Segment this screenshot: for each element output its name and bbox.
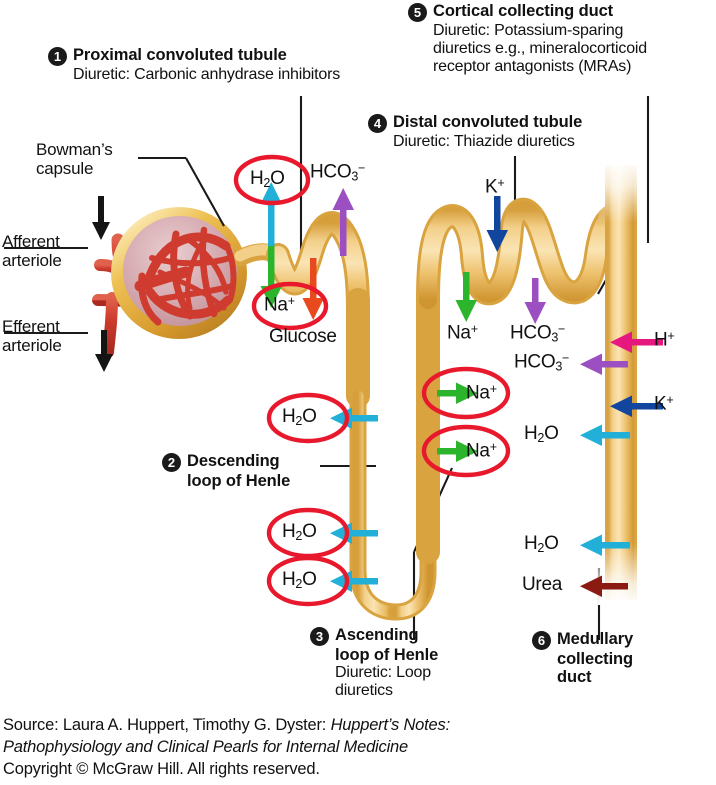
callout-title-2-line1: Descending bbox=[187, 452, 280, 470]
arrow-glucose-pct bbox=[302, 258, 324, 320]
arrow-sodium-dct bbox=[455, 272, 477, 322]
callout-medullary-collecting-duct: 6 Medullary collecting duct bbox=[532, 630, 633, 687]
transport-arrows bbox=[260, 182, 663, 597]
arrow-bicarbonate-cd bbox=[580, 353, 628, 375]
glomerulus bbox=[111, 207, 287, 339]
arrow-water-cd-2 bbox=[580, 534, 630, 556]
distal-convoluted-tubule-shape bbox=[416, 197, 632, 312]
callout-number-4: 4 bbox=[368, 114, 387, 133]
callout-title-6-line3: duct bbox=[557, 668, 592, 687]
label-ascending-sodium-1: Na+ bbox=[466, 382, 497, 404]
arrow-urea-cd bbox=[580, 575, 628, 597]
callout-distal-convoluted-tubule: 4 Distal convoluted tubule Diuretic: Thi… bbox=[368, 113, 582, 151]
callout-title-6-line2: collecting bbox=[557, 650, 634, 668]
source-line1: Source: Laura A. Huppert, Timothy G. Dys… bbox=[3, 716, 450, 734]
collecting-duct-shape bbox=[598, 160, 644, 605]
circle-pct-water bbox=[233, 154, 311, 206]
callout-title-3-line2: loop of Henle bbox=[335, 646, 439, 664]
label-pct-glucose: Glucose bbox=[269, 326, 337, 347]
arrow-bicarbonate-pct bbox=[332, 188, 354, 256]
efferent-arteriole-line1: Efferent bbox=[2, 317, 60, 336]
circle-descending-h2o-1 bbox=[266, 392, 350, 444]
callout-descending-loop-of-henle: 2 Descending loop of Henle bbox=[162, 452, 290, 490]
label-bowmans-capsule: Bowman’s capsule bbox=[36, 140, 113, 179]
label-dct-potassium: K+ bbox=[485, 176, 505, 198]
label-descending-water-1: H2O bbox=[282, 406, 317, 428]
callout-title-5: Cortical collecting duct bbox=[433, 2, 614, 20]
callout-sub-5-line2: diuretics e.g., mineralocorticoid bbox=[433, 39, 647, 57]
blood-flow-arrows bbox=[92, 196, 113, 372]
callout-sub-3-line1: Diuretic: Loop bbox=[335, 664, 431, 682]
label-ascending-sodium-2: Na+ bbox=[466, 440, 497, 462]
label-efferent-arteriole: Efferent arteriole bbox=[2, 317, 62, 356]
callout-title-1: Proximal convoluted tubule bbox=[73, 46, 287, 64]
source-line3: Copyright © McGraw Hill. All rights rese… bbox=[3, 759, 320, 778]
annotation-circles bbox=[233, 154, 511, 607]
label-cd-water-2: H2O bbox=[524, 533, 559, 555]
label-cd-water-1: H2O bbox=[524, 423, 559, 445]
circle-pct-sodium bbox=[251, 281, 329, 331]
bowmans-capsule-line2: capsule bbox=[36, 159, 94, 179]
arrow-water-cd-1 bbox=[580, 424, 630, 446]
arrow-potassium-dct bbox=[486, 196, 508, 252]
source-line2: Pathophysiology and Clinical Pearls for … bbox=[3, 737, 408, 756]
loop-of-henle-shape bbox=[346, 288, 440, 621]
callout-title-2-line2: loop of Henle bbox=[187, 472, 291, 490]
bowmans-capsule-line1: Bowman’s bbox=[36, 140, 113, 159]
callout-number-5: 5 bbox=[408, 3, 427, 22]
afferent-arteriole-line1: Afferent bbox=[2, 232, 60, 251]
arrow-sodium-ascending-2 bbox=[437, 440, 478, 462]
callout-sub-4: Diuretic: Thiazide diuretics bbox=[393, 133, 575, 150]
callout-sub-5-line1: Diuretic: Potassium-sparing bbox=[433, 22, 624, 39]
label-descending-water-3: H2O bbox=[282, 569, 317, 591]
callout-number-2: 2 bbox=[162, 453, 181, 472]
circle-descending-h2o-3 bbox=[266, 555, 350, 607]
label-cd-hydrogen: H+ bbox=[654, 329, 675, 351]
source-citation: Source: Laura A. Huppert, Timothy G. Dys… bbox=[3, 715, 713, 781]
label-cd-potassium: K+ bbox=[654, 393, 674, 415]
arrow-water-pct bbox=[260, 182, 282, 252]
efferent-arteriole-line2: arteriole bbox=[2, 336, 62, 356]
label-cd-urea: Urea bbox=[522, 574, 562, 595]
arrow-bicarbonate-dct bbox=[524, 278, 546, 324]
label-pct-sodium: Na+ bbox=[264, 294, 295, 316]
callout-sub-5-line3: receptor antagonists (MRAs) bbox=[433, 57, 632, 75]
callout-number-1: 1 bbox=[48, 47, 67, 66]
arrow-potassium-cd bbox=[610, 395, 663, 417]
circle-ascending-na-1 bbox=[421, 366, 511, 420]
label-pct-bicarbonate: HCO3− bbox=[310, 161, 366, 184]
callout-proximal-convoluted-tubule: 1 Proximal convoluted tubule Diuretic: C… bbox=[48, 46, 340, 84]
arrow-sodium-ascending-1 bbox=[437, 382, 478, 404]
label-descending-water-2: H2O bbox=[282, 521, 317, 543]
callout-ascending-loop-of-henle: 3 Ascending loop of Henle Diuretic: Loop… bbox=[310, 626, 438, 700]
afferent-arteriole-line2: arteriole bbox=[2, 251, 62, 271]
callout-number-6: 6 bbox=[532, 631, 551, 650]
callout-title-6-line1: Medullary bbox=[557, 630, 634, 648]
callout-sub-1: Diuretic: Carbonic anhydrase inhibitors bbox=[73, 66, 340, 83]
callout-title-4: Distal convoluted tubule bbox=[393, 113, 583, 131]
label-cd-bicarbonate: HCO3− bbox=[514, 351, 570, 374]
label-dct-sodium: Na+ bbox=[447, 322, 478, 344]
callout-number-3: 3 bbox=[310, 627, 329, 646]
circle-ascending-na-2 bbox=[421, 424, 511, 478]
capillary-tuft bbox=[138, 226, 237, 326]
arrow-hydrogen-cd bbox=[610, 331, 663, 353]
label-dct-bicarbonate: HCO3− bbox=[510, 322, 566, 345]
callout-cortical-collecting-duct: 5 Cortical collecting duct Diuretic: Pot… bbox=[408, 2, 647, 76]
callout-sub-3-line2: diuretics bbox=[335, 682, 393, 700]
label-pct-water: H2O bbox=[250, 168, 285, 190]
callout-title-3-line1: Ascending bbox=[335, 626, 419, 644]
label-afferent-arteriole: Afferent arteriole bbox=[2, 232, 62, 271]
